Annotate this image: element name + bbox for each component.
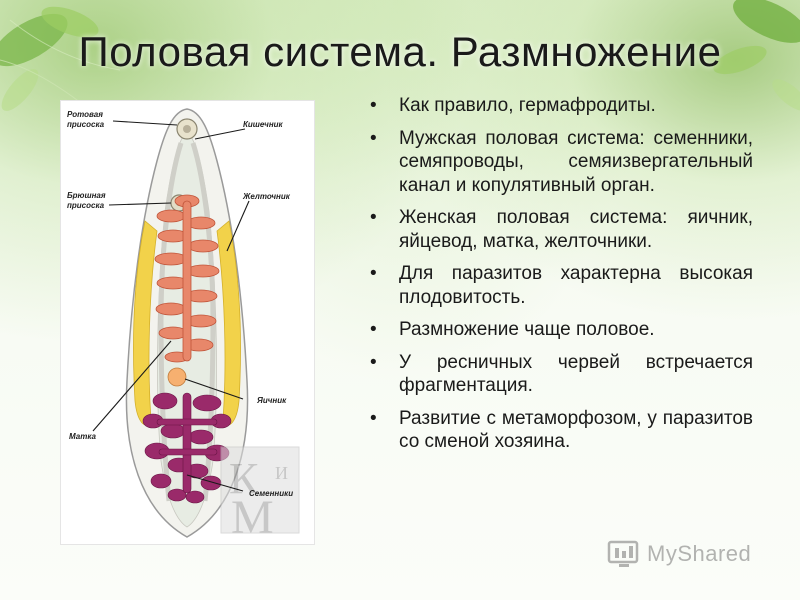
- label-oral-sucker-line2: присоска: [67, 120, 105, 129]
- label-ventral-sucker-line1: Брюшная: [67, 191, 106, 200]
- bullet-item: • Как правило, гермафродиты.: [368, 94, 753, 118]
- bullet-dot: •: [370, 407, 377, 429]
- bullet-item: • Для паразитов характерна высокая плодов…: [368, 262, 753, 309]
- bullet-dot: •: [370, 207, 377, 228]
- bullet-text: Женская половая система: яичник, яйцевод…: [399, 207, 753, 252]
- fluke-diagram: К И М Ротовая присоска Кишечник Брюшная …: [67, 108, 300, 544]
- bullet-text: Размножение чаще половое.: [399, 319, 655, 340]
- bullet-item: • Мужская половая система: семенники, сем…: [368, 127, 753, 198]
- bullet-list: • Как правило, гермафродиты. • Мужская пол…: [368, 94, 753, 463]
- logo-letter-m: М: [231, 491, 274, 544]
- myshared-watermark: MyShared: [607, 537, 751, 571]
- bullet-dot: •: [370, 263, 377, 284]
- km-logo: К И М: [220, 446, 300, 544]
- label-vitellarium: Желточник: [242, 192, 291, 201]
- leaf-decoration: [0, 0, 800, 111]
- bullet-dot: •: [370, 319, 377, 340]
- bullet-text: Мужская половая система: семенники, семя…: [399, 127, 753, 196]
- myshared-watermark-text: MyShared: [647, 541, 752, 566]
- bullet-dot: •: [370, 95, 377, 116]
- bullet-dot: •: [370, 351, 377, 373]
- vitellarium-left: [133, 220, 158, 426]
- uterus-coils: [154, 194, 220, 363]
- bullet-dot: •: [370, 127, 377, 149]
- vitellarium-right: [216, 220, 241, 426]
- label-oral-sucker-line1: Ротовая: [67, 110, 103, 119]
- bullet-text: У ресничных червей встречается фрагмента…: [399, 351, 753, 397]
- fluke-anatomy-figure: К И М Ротовая присоска Кишечник Брюшная …: [60, 100, 315, 545]
- bullet-item: • Женская половая система: яичник, яйцево…: [368, 206, 753, 253]
- bullet-text: Как правило, гермафродиты.: [399, 95, 656, 116]
- bullet-item: • Размножение чаще половое.: [368, 318, 753, 342]
- logo-letter-k: К: [229, 454, 259, 503]
- bullet-text: Для паразитов характерна высокая плодови…: [399, 263, 753, 308]
- bullet-item: • Развитие с метаморфозом, у паразитов со…: [368, 407, 753, 454]
- logo-letter-i: И: [275, 463, 288, 483]
- label-ovary: Яичник: [256, 396, 287, 405]
- label-testes: Семенники: [249, 489, 293, 498]
- slide-title: Половая система. Размножение: [78, 28, 722, 75]
- label-ventral-sucker-line2: присоска: [67, 201, 105, 210]
- label-intestine: Кишечник: [243, 120, 284, 129]
- myshared-logo-icon: [607, 540, 639, 567]
- ovary-shape: [167, 367, 187, 387]
- label-uterus: Матка: [69, 432, 96, 441]
- bullet-item: • У ресничных червей встречается фрагмент…: [368, 351, 753, 398]
- intestine-left: [158, 142, 184, 502]
- bullet-text: Развитие с метаморфозом, у паразитов со …: [399, 407, 753, 453]
